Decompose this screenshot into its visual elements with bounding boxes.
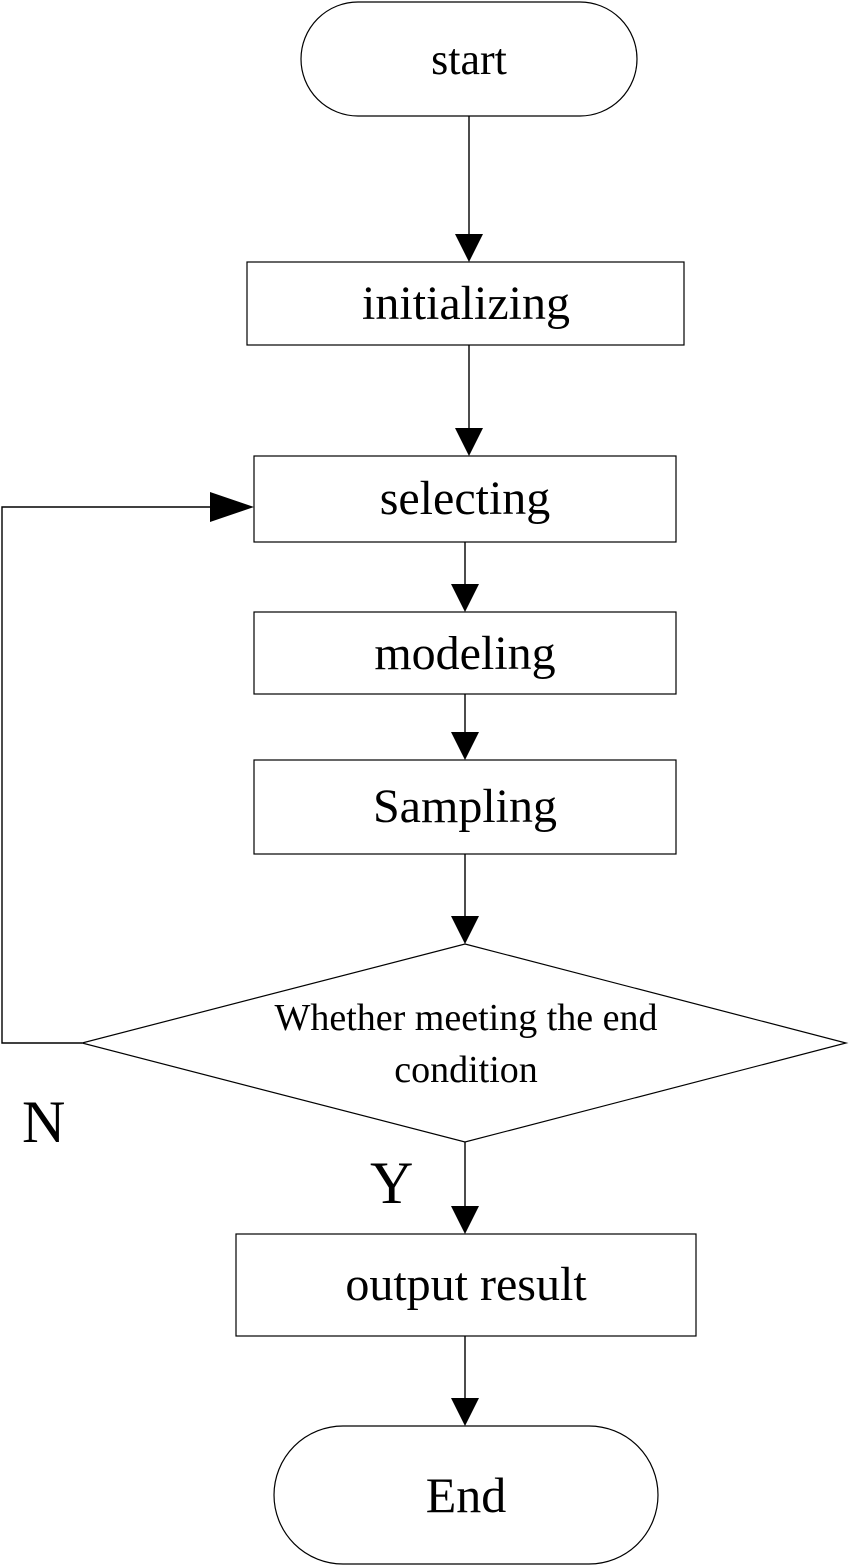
connectors bbox=[1, 116, 483, 1426]
end-label: End bbox=[426, 1467, 507, 1523]
end-node: End bbox=[273, 1425, 659, 1565]
initializing-label: initializing bbox=[362, 277, 570, 330]
start-node: start bbox=[300, 1, 638, 117]
output-node: output result bbox=[235, 1233, 697, 1337]
arrowhead-sample bbox=[451, 732, 479, 760]
start-label: start bbox=[431, 35, 507, 84]
output-label: output result bbox=[345, 1258, 587, 1311]
modeling-label: modeling bbox=[374, 627, 555, 680]
modeling-box bbox=[253, 611, 677, 695]
sampling-label: Sampling bbox=[373, 780, 557, 833]
initializing-node: initializing bbox=[246, 261, 685, 346]
start-terminator-shape bbox=[300, 1, 638, 117]
arrowhead-init bbox=[455, 234, 483, 262]
sampling-box bbox=[253, 759, 677, 855]
arrowhead-end bbox=[451, 1398, 479, 1426]
selecting-label: selecting bbox=[380, 472, 551, 525]
output-box bbox=[235, 1233, 697, 1337]
decision-diamond bbox=[79, 943, 849, 1143]
arrowhead-output bbox=[451, 1206, 479, 1234]
decision-label-line2: condition bbox=[394, 1049, 538, 1091]
decision-node: Whether meeting the end condition bbox=[79, 943, 849, 1143]
arrowhead-select bbox=[455, 428, 483, 456]
arrowhead-decision bbox=[451, 916, 479, 944]
modeling-node: modeling bbox=[253, 611, 677, 695]
selecting-box bbox=[253, 455, 677, 543]
end-terminator-shape bbox=[273, 1425, 659, 1565]
sampling-node: Sampling bbox=[253, 759, 677, 855]
selecting-node: selecting bbox=[253, 455, 677, 543]
decision-label-line1: Whether meeting the end bbox=[274, 997, 657, 1039]
connector-loop-no bbox=[1, 506, 226, 1044]
arrowhead-model bbox=[451, 584, 479, 612]
initializing-box bbox=[246, 261, 685, 346]
branch-yes-label: Y bbox=[370, 1150, 413, 1216]
arrowhead-loop bbox=[210, 492, 254, 522]
branch-no-label: N bbox=[22, 1089, 65, 1155]
